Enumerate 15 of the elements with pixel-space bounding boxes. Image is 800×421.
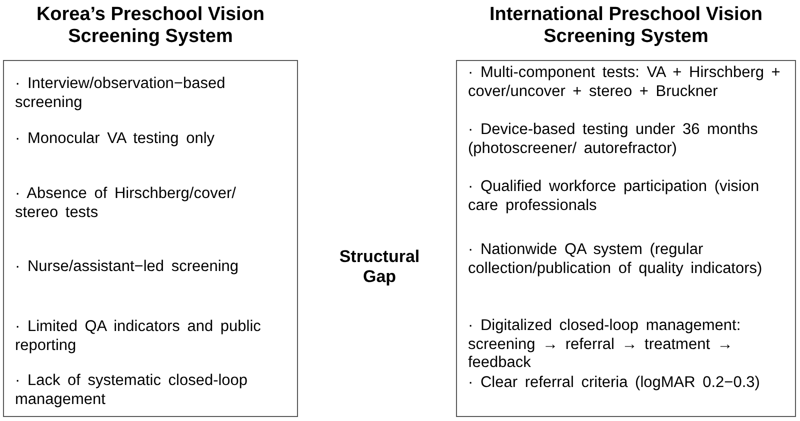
panel-heading: International Preschool Vision Screening System — [488, 4, 764, 48]
bullet-text: · Nationwide QA system (regular collection/publication of quality indicators) — [468, 241, 764, 278]
bullet-text: · Digitalized closed-loop management: screening → referral → treatment → feedback — [468, 317, 742, 372]
gap-label: Structural Gap — [338, 247, 421, 287]
bullet-text: · Monocular VA testing only — [15, 130, 216, 148]
bullet-text: · Interview/observation−based screening — [15, 75, 226, 112]
panel-heading: Korea’s Preschool Vision Screening System — [35, 4, 266, 48]
bullet-text: · Lack of systematic closed-loop management — [15, 372, 249, 409]
bullet-text: · Absence of Hirschberg/cover/ stereo tests — [15, 185, 237, 222]
bullet-text: · Nurse/assistant−led screening — [15, 258, 240, 276]
bullet-text: · Limited QA indicators and public reporting — [15, 318, 262, 355]
bullet-text: · Clear referral criteria (logMAR 0.2−0.3) — [468, 374, 761, 392]
bullet-text: · Multi-component tests: VA + Hirschberg + cover/uncover + stereo + Bruckner — [468, 64, 782, 101]
bullet-text: · Device-based testing under 36 months (photoscreener/ autorefractor) — [468, 121, 759, 158]
bullet-text: · Qualified workforce participation (vision care professionals — [468, 178, 760, 215]
